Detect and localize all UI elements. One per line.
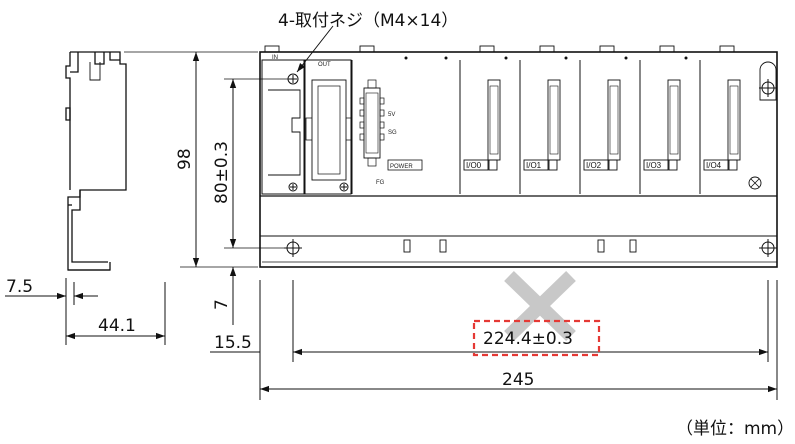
- side-view: [65, 51, 127, 271]
- label-out: OUT: [318, 62, 331, 68]
- label-in: IN: [272, 55, 278, 61]
- unit-note: （単位：mm）: [676, 419, 794, 439]
- side-dimensions: [5, 278, 166, 345]
- strikethrough-cross: [504, 270, 576, 342]
- front-panel: [259, 45, 778, 268]
- dim-245: 245: [502, 370, 534, 390]
- dim-80: 80±0.3: [212, 141, 232, 204]
- vertical-dimensions: [124, 51, 290, 325]
- mounting-screws: [284, 73, 777, 257]
- label-io2: I/O2: [586, 161, 602, 170]
- dim-15-5: 15.5: [214, 333, 252, 353]
- panel-labels: IN OUT 5V SG POWER FG I/O0 I/O1 I/O2 I/O…: [272, 55, 722, 186]
- label-io4: I/O4: [706, 161, 722, 170]
- label-io0: I/O0: [466, 161, 482, 170]
- label-io3: I/O3: [646, 161, 662, 170]
- label-5v: 5V: [388, 112, 395, 118]
- dim-44-1: 44.1: [98, 316, 136, 336]
- label-power: POWER: [390, 164, 413, 170]
- dim-224-4: 224.4±0.3: [483, 329, 573, 349]
- callout-text: 4-取付ネジ（M4×14）: [278, 11, 458, 31]
- label-fg: FG: [376, 180, 385, 186]
- dim-7: 7: [212, 299, 232, 310]
- label-sg: SG: [388, 130, 397, 136]
- highlight-box: [472, 319, 601, 357]
- dim-98: 98: [175, 148, 195, 170]
- dim-7-5: 7.5: [6, 277, 33, 297]
- callout-leader: [296, 25, 334, 73]
- horizontal-dimensions: [210, 280, 778, 400]
- label-io1: I/O1: [526, 161, 542, 170]
